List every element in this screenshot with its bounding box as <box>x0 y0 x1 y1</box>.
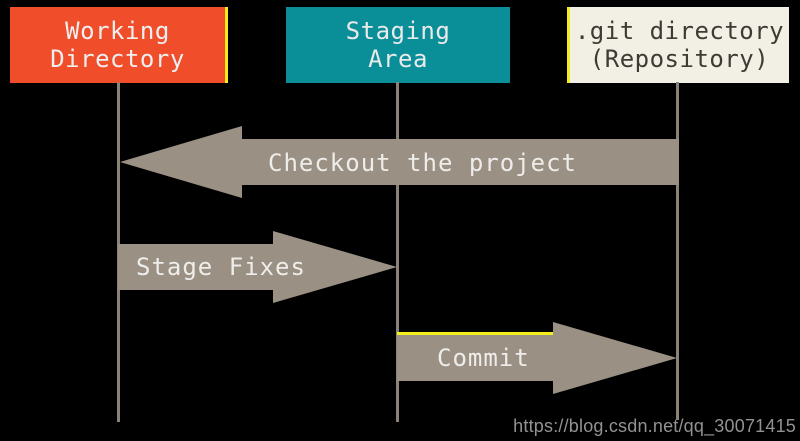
stage-fixes-arrow-shape <box>118 231 397 303</box>
column-label-line: Staging <box>345 17 451 45</box>
column-box-working-directory: Working Directory <box>10 7 228 83</box>
commit-arrow-shape <box>397 322 677 394</box>
lifeline-staging-area <box>396 82 399 422</box>
column-label-line: (Repository) <box>589 45 770 73</box>
lifeline-git-directory <box>676 82 679 420</box>
stage-fixes-arrow-label: Stage Fixes <box>136 253 306 281</box>
column-label-line: Working <box>65 17 170 45</box>
column-box-git-directory: .git directory (Repository) <box>567 7 789 83</box>
commit-arrow-label: Commit <box>437 344 530 372</box>
column-box-staging-area: Staging Area <box>286 7 510 83</box>
column-label-line: Directory <box>50 45 185 73</box>
checkout-arrow-label: Checkout the project <box>268 149 577 177</box>
commit-arrow-highlight-line <box>397 332 553 335</box>
csdn-watermark: https://blog.csdn.net/qq_30071415 <box>513 416 796 436</box>
checkout-arrow-shape <box>120 126 679 198</box>
column-label-line: .git directory <box>574 17 785 45</box>
column-label-line: Area <box>368 45 428 73</box>
